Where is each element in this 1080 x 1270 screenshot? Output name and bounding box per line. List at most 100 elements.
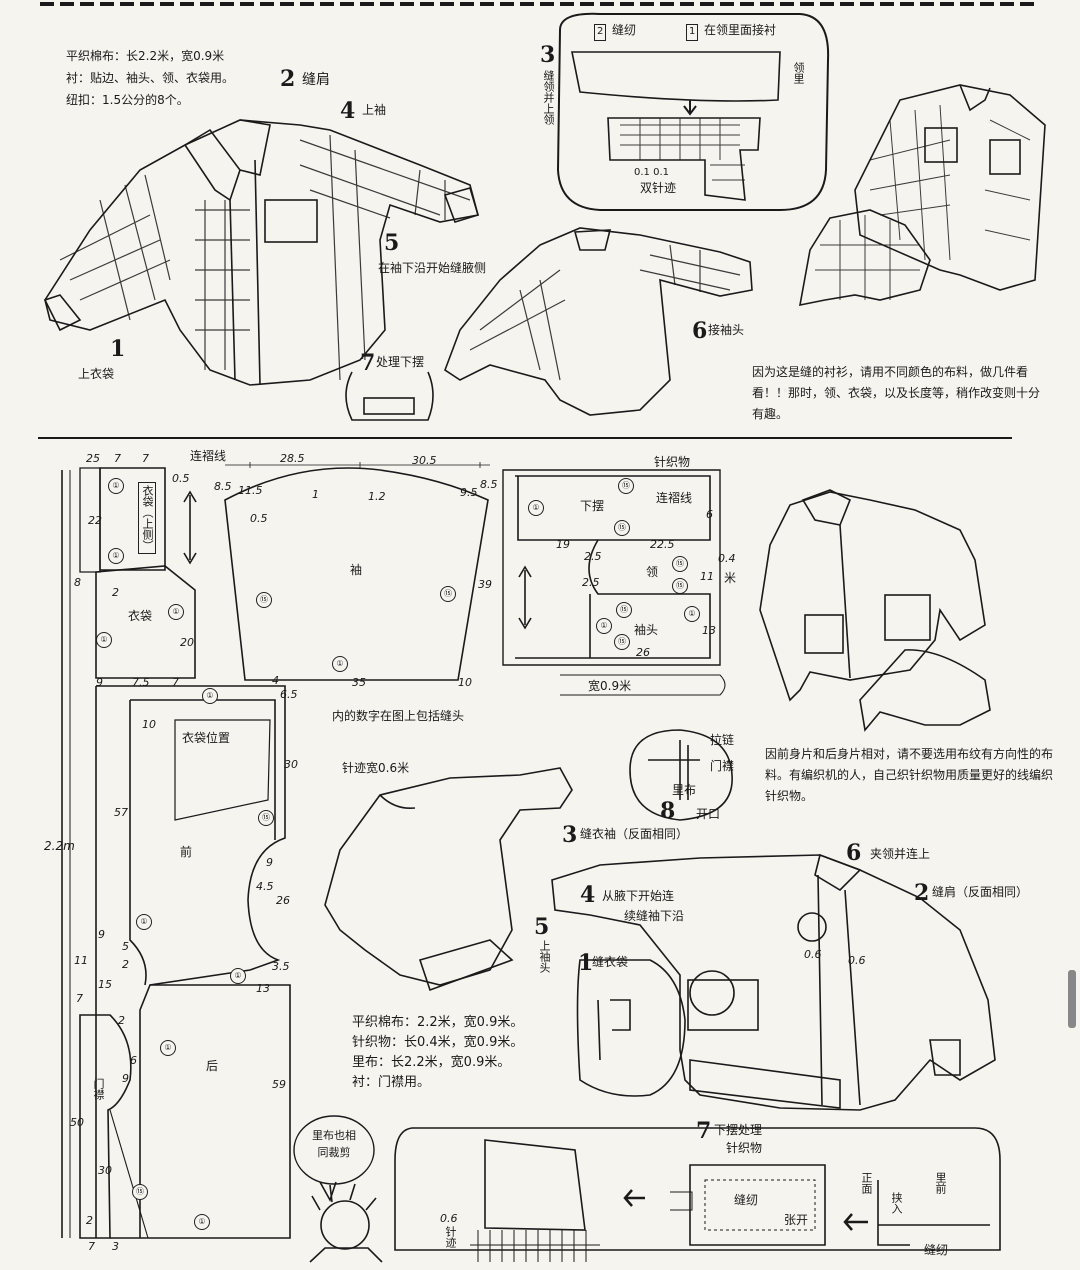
dim: 7 [76,992,83,1005]
collar-side-label: 领里 [792,62,805,84]
seam-circle: ① [160,1040,176,1056]
jacket-value: 0.6 [848,954,866,967]
front-label: 前 [180,845,193,859]
speech-bubble-text: 里布也相同裁剪 [312,1129,356,1159]
step-1-number: 1 [110,336,126,362]
dim: 1 [312,488,319,501]
step-2-label: 缝肩 [302,72,330,88]
dim: 20 [180,636,194,649]
back-label: 后 [206,1059,219,1073]
dim: 2 [122,958,129,971]
pocket-upper-label: 衣袋（上侧） [138,482,156,554]
dim: 39 [478,578,492,591]
jacket-step-5: 上袖头 [538,940,551,973]
jacket-step-4b: 续缝袖下沿 [624,909,685,923]
knit-collar: 领 [646,565,659,579]
dim: 8.5 [480,478,498,491]
knit-hem: 下摆 [580,499,605,513]
seam-15: ⑮ [256,592,272,608]
right-note: 因前身片和后身片相对，请不要选用布纹有方向性的布料。有编织机的人，自己织针织物用… [765,747,1054,803]
knit-dart: 连褶线 [656,491,693,505]
hem-stitch-label: 针迹 [444,1226,457,1248]
dim: 7.5 [132,676,150,689]
dim: 7 [114,452,121,465]
step-5-label: 在袖下沿开始缝腋侧 [378,261,487,275]
jacket-step-4a: 从腋下开始连 [602,889,675,903]
collar-tag-2: 1 [686,24,699,41]
hem-sew2-label: 缝纫 [924,1243,949,1257]
dim: 13 [256,982,270,995]
step-4-label: 上袖 [362,103,387,117]
dim: 10 [458,676,472,689]
hem-sew-label: 缝纫 [734,1193,759,1207]
dim: 9 [266,856,273,869]
step-2-number: 2 [280,66,296,92]
step-8-number: 8 [660,798,676,824]
dim: 35 [352,676,366,689]
step-7-number: 7 [360,350,376,376]
seam-circle: ① [136,914,152,930]
knit-title: 针织物 [654,455,691,469]
dim: 6 [130,1054,137,1067]
seam-circle: ① [332,656,348,672]
step-1-label: 上衣袋 [78,367,115,381]
dim: 3.5 [272,960,290,973]
knit-dim: 11 [700,570,714,583]
jacket-step-2-number: 2 [914,880,930,906]
pocket-position-label: 衣袋位置 [182,731,231,745]
pocket-label: 衣袋 [128,609,153,623]
dim: 9.5 [460,486,478,499]
dim: 8 [74,576,81,589]
dim: 28.5 [280,452,305,465]
dim: 2 [118,1014,125,1027]
collar-tag-1-text: 缝纫 [612,23,637,37]
knit-dim: 2.5 [582,576,600,589]
step-6-number: 6 [692,318,708,344]
dim: 11.5 [238,484,263,497]
dim: 22 [88,514,102,527]
seam-15: ⑮ [614,520,630,536]
knit-dim: 26 [636,646,650,659]
dim: 2 [112,586,119,599]
hem-insert-label: 挟入 [890,1192,903,1214]
collar-tag-2-text: 在领里面接衬 [704,23,777,37]
step-3-number: 3 [540,42,556,68]
jacket-step-6: 夹领并连上 [870,847,931,861]
knit-dim: 2.5 [584,550,602,563]
double-stitch-value: 0.1 0.1 [634,167,669,178]
dim: 3 [112,1240,119,1253]
seam-circle: ① [108,548,124,564]
knit-dim: 6 [706,508,713,521]
height-label: 2.2m [44,839,75,853]
dim: 11 [74,954,88,967]
jacket-step-4-number: 4 [580,882,596,908]
materials-line-3: 纽扣：1.5公分的8个。 [66,93,189,107]
zipper-lining-label: 里布 [672,783,697,797]
dim: 30 [98,1164,112,1177]
seam-circle: ① [528,500,544,516]
seam-circle: ① [194,1214,210,1230]
dim: 4.5 [256,880,274,893]
seam-15: ⑮ [672,578,688,594]
seam-circle: ① [108,478,124,494]
dim: 1.2 [368,490,386,503]
double-stitch-label: 双针迹 [640,181,677,195]
seam-15: ⑮ [618,478,634,494]
jacket-step-3-number: 3 [562,822,578,848]
dim: 7 [142,452,149,465]
dim: 0.5 [250,512,268,525]
dim: 4 [272,674,279,687]
dim: 7 [88,1240,95,1253]
dim: 57 [114,806,128,819]
dim: 0.5 [172,472,190,485]
seam-15: ⑮ [614,634,630,650]
dim: 9 [96,676,103,689]
knit-cuff: 袖头 [634,623,659,637]
seam-circle: ① [230,968,246,984]
hem-lining-front-label: 里前 [934,1172,947,1194]
materials-line-2: 衬：贴边、袖头、领、衣袋用。 [66,71,235,85]
materials2-line-3: 里布：长2.2米，宽0.9米。 [352,1055,511,1070]
scrollbar-thumb[interactable] [1068,970,1076,1028]
seam-15: ⑮ [132,1184,148,1200]
